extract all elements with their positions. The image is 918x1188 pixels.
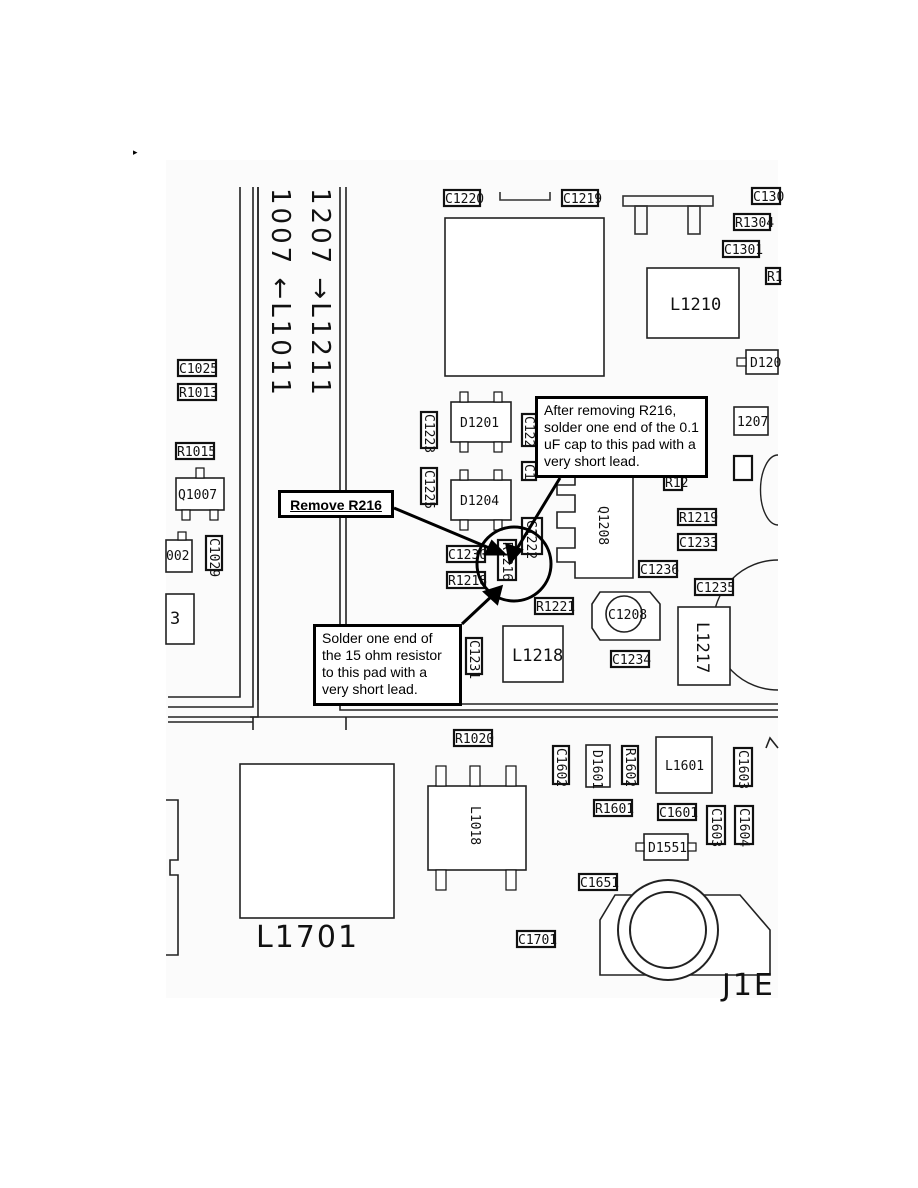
svg-text:D1204: D1204 (460, 494, 499, 509)
svg-text:C1029: C1029 (206, 538, 221, 577)
svg-text:C1223: C1223 (421, 414, 436, 453)
part-3: 3 (165, 593, 195, 645)
svg-text:3: 3 (170, 609, 180, 629)
svg-text:D1201: D1201 (460, 416, 499, 431)
callout-remove-r216: Remove R216 (278, 490, 394, 518)
inductor-l1218: L1218 (502, 625, 564, 683)
callout-capacitor-instruction: After removing R216, solder one end of t… (535, 396, 708, 478)
svg-text:C1603: C1603 (735, 750, 750, 789)
part-002: 002 (165, 531, 193, 573)
svg-text:C1234: C1234 (612, 653, 651, 668)
label-l1210: L1210 (670, 295, 721, 315)
svg-text:R1015: R1015 (177, 445, 216, 460)
svg-text:L1701: L1701 (256, 920, 359, 955)
svg-text:C1225: C1225 (421, 470, 436, 509)
svg-text:C1: C1 (521, 464, 536, 480)
svg-text:L1601: L1601 (665, 759, 704, 774)
ic-block-top (444, 217, 605, 377)
svg-text:C1601: C1601 (659, 806, 698, 821)
diode-d1204: D1204 (450, 469, 512, 531)
svg-text:C122: C122 (521, 416, 536, 447)
svg-text:R1: R1 (767, 270, 783, 285)
svg-text:002: 002 (166, 549, 189, 564)
callout-arrows (393, 477, 562, 626)
svg-text:D1601: D1601 (589, 750, 604, 789)
switch-top (622, 195, 714, 235)
svg-text:C1602: C1602 (553, 748, 568, 787)
svg-text:R1304: R1304 (735, 216, 774, 231)
svg-text:L1018: L1018 (467, 806, 482, 845)
trace-label-left: 1007 ←L1011 (265, 188, 295, 398)
trace-label-right: 1207 →L1211 (305, 188, 335, 398)
svg-text:R1013: R1013 (179, 386, 218, 401)
svg-text:R1601: R1601 (595, 802, 634, 817)
svg-text:L1217: L1217 (692, 622, 712, 673)
small-components: C1220 C1219 C130 R1304 C1301 R1 C1025 R1… (174, 186, 784, 949)
svg-text:R1602: R1602 (622, 748, 637, 787)
svg-text:C1701: C1701 (518, 933, 557, 948)
svg-text:C1220: C1220 (445, 192, 484, 207)
svg-text:Q1007: Q1007 (178, 488, 217, 503)
corner-arrow (765, 736, 779, 749)
callout-resistor-instruction: Solder one end of the 15 ohm resistor to… (313, 624, 462, 706)
svg-text:C1604: C1604 (736, 808, 751, 847)
diode-d120: D120 (736, 349, 781, 375)
page-marker: ▸ (133, 147, 138, 157)
svg-text:C130: C130 (753, 190, 784, 205)
svg-text:D1551: D1551 (648, 841, 687, 856)
svg-text:C1231: C1231 (466, 640, 481, 679)
inductor-l1018: L1018 (427, 765, 527, 891)
capacitor-c1208: C1208 (591, 591, 661, 641)
svg-text:L1218: L1218 (512, 646, 563, 666)
svg-text:C1208: C1208 (608, 608, 647, 623)
svg-text:R1020: R1020 (455, 732, 494, 747)
transistor-q1007: Q1007 (175, 467, 225, 521)
inductor-l1217: L1217 (677, 606, 731, 686)
svg-text:C1233: C1233 (679, 536, 718, 551)
svg-text:R1221: R1221 (536, 600, 575, 615)
svg-text:Q1208: Q1208 (595, 506, 610, 545)
highlight-circle (475, 525, 553, 603)
inductor-l1601: L1601 (655, 736, 713, 794)
diode-d1601: D1601 (585, 744, 611, 789)
svg-text:C1219: C1219 (563, 192, 602, 207)
part-1207: 1207 (733, 406, 769, 436)
svg-text:1207: 1207 (737, 415, 768, 430)
connector-j1: J1E (599, 879, 775, 1003)
diode-d1551: D1551 (635, 833, 697, 861)
svg-text:R1218: R1218 (448, 574, 487, 589)
svg-text:C1236: C1236 (640, 563, 679, 578)
board-traces (166, 187, 779, 956)
svg-text:D120: D120 (750, 356, 781, 371)
svg-text:C1301: C1301 (724, 243, 763, 258)
connector-top (499, 192, 551, 201)
svg-text:C1235: C1235 (696, 581, 735, 596)
inductor-l1210 (646, 267, 740, 339)
inductor-l1701: L1701 (239, 763, 395, 955)
svg-text:C1025: C1025 (179, 362, 218, 377)
svg-text:R1219: R1219 (679, 511, 718, 526)
transistor-q1208: Q1208 (556, 474, 634, 579)
svg-text:J1E: J1E (720, 968, 775, 1003)
svg-text:C1603: C1603 (708, 808, 723, 847)
diode-d1201: D1201 (450, 391, 512, 453)
svg-text:C1651: C1651 (580, 876, 619, 891)
svg-text:R12: R12 (665, 476, 688, 491)
